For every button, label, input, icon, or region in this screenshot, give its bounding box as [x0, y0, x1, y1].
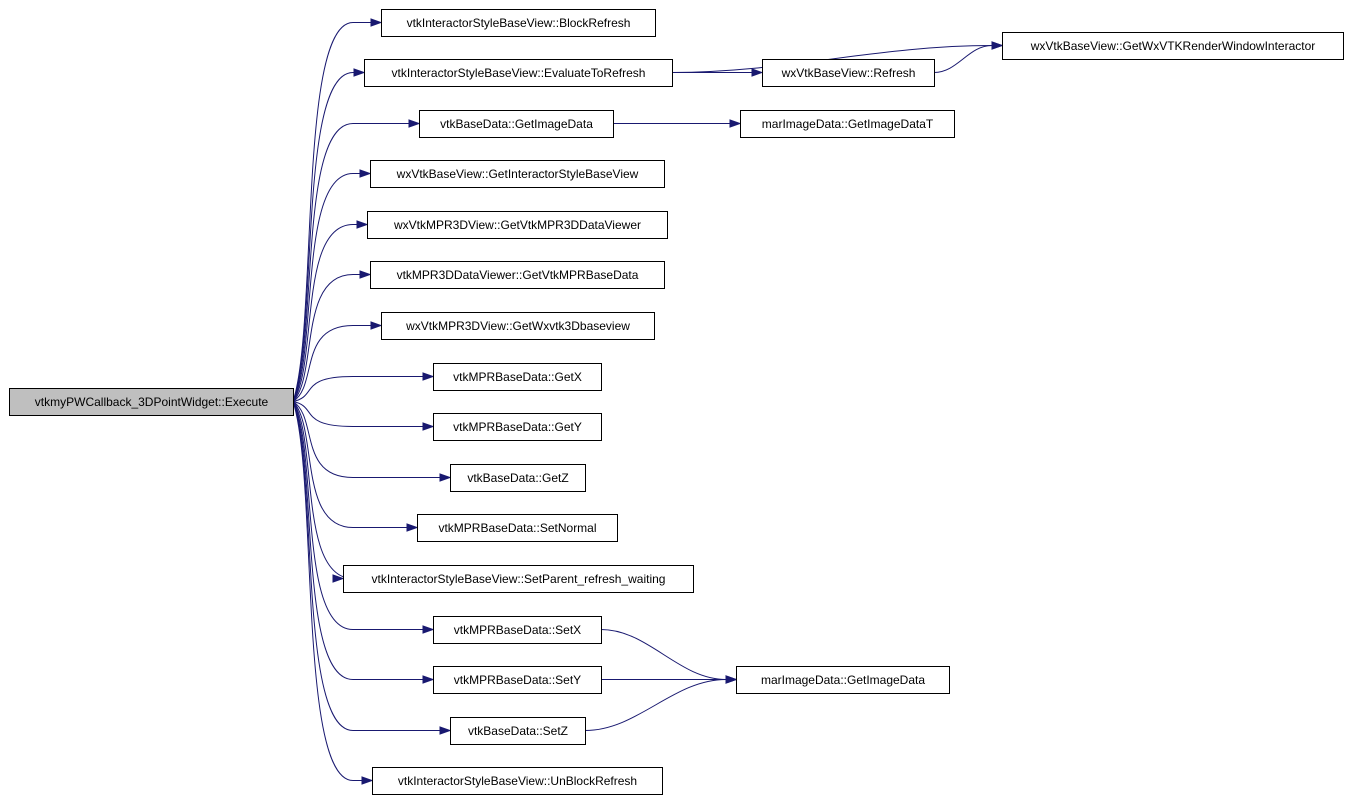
node-label: vtkmyPWCallback_3DPointWidget::Execute: [35, 395, 269, 409]
node-gety[interactable]: vtkMPRBaseData::GetY: [433, 413, 602, 441]
node-getwxrender[interactable]: wxVtkBaseView::GetWxVTKRenderWindowInter…: [1002, 32, 1344, 60]
edge-execute-to-getimagedata: [292, 119, 421, 402]
nodes-layer: vtkmyPWCallback_3DPointWidget::Executevt…: [9, 9, 1344, 795]
edge-execute-to-getz: [292, 401, 452, 482]
node-label: wxVtkMPR3DView::GetVtkMPR3DDataViewer: [393, 218, 641, 232]
node-label: vtkBaseData::GetImageData: [440, 117, 593, 131]
node-label: vtkMPRBaseData::GetY: [453, 420, 582, 434]
node-marimagedata[interactable]: marImageData::GetImageData: [736, 666, 950, 694]
node-setnormal[interactable]: vtkMPRBaseData::SetNormal: [417, 514, 618, 542]
node-getvtkmprbase[interactable]: vtkMPR3DDataViewer::GetVtkMPRBaseData: [370, 261, 665, 289]
edge-execute-to-unblock: [292, 401, 374, 785]
node-label: wxVtkBaseView::GetInteractorStyleBaseVie…: [396, 167, 639, 181]
node-label: wxVtkMPR3DView::GetWxvtk3Dbaseview: [405, 319, 630, 333]
edge-execute-to-getvtkmprbase: [292, 270, 372, 402]
edge-execute-to-getvtkmpr3d: [292, 220, 369, 402]
edge-execute-to-setparent: [292, 401, 354, 583]
edge-execute-to-sety: [292, 401, 435, 684]
edge-execute-to-blockrefresh: [292, 18, 383, 402]
node-label: vtkMPRBaseData::SetY: [454, 673, 581, 687]
node-label: vtkMPRBaseData::GetX: [453, 370, 582, 384]
node-label: vtkInteractorStyleBaseView::EvaluateToRe…: [392, 66, 646, 80]
node-label: vtkInteractorStyleBaseView::UnBlockRefre…: [398, 774, 637, 788]
node-setparent[interactable]: vtkInteractorStyleBaseView::SetParent_re…: [343, 565, 694, 593]
node-label: vtkInteractorStyleBaseView::SetParent_re…: [372, 572, 666, 586]
node-getwxvtk3d[interactable]: wxVtkMPR3DView::GetWxvtk3Dbaseview: [381, 312, 655, 340]
node-getz[interactable]: vtkBaseData::GetZ: [450, 464, 586, 492]
node-label: vtkInteractorStyleBaseView::BlockRefresh: [407, 16, 631, 30]
node-label: vtkBaseData::GetZ: [467, 471, 568, 485]
node-getinteractor[interactable]: wxVtkBaseView::GetInteractorStyleBaseVie…: [370, 160, 665, 188]
node-evaluate[interactable]: vtkInteractorStyleBaseView::EvaluateToRe…: [364, 59, 673, 87]
edge-execute-to-setx: [292, 401, 435, 634]
edge-setx-to-marimagedata: [600, 629, 738, 684]
node-label: vtkMPR3DDataViewer::GetVtkMPRBaseData: [397, 268, 639, 282]
edge-refresh-to-getwxrender: [933, 41, 1004, 73]
node-label: vtkMPRBaseData::SetX: [454, 623, 581, 637]
edge-execute-to-getinteractor: [292, 169, 372, 402]
node-getx[interactable]: vtkMPRBaseData::GetX: [433, 363, 602, 391]
node-execute: vtkmyPWCallback_3DPointWidget::Execute: [9, 388, 294, 416]
edge-execute-to-setz: [292, 401, 452, 735]
node-label: marImageData::GetImageData: [761, 673, 925, 687]
node-label: marImageData::GetImageDataT: [762, 117, 934, 131]
edge-evaluate-to-refresh: [672, 68, 764, 77]
node-getimagedata[interactable]: vtkBaseData::GetImageData: [419, 110, 614, 138]
edge-execute-to-gety: [292, 401, 435, 431]
edges-layer: [292, 18, 1004, 785]
node-label: vtkBaseData::SetZ: [468, 724, 568, 738]
node-setz[interactable]: vtkBaseData::SetZ: [450, 717, 586, 745]
edge-sety-to-marimagedata: [601, 675, 738, 684]
node-blockrefresh[interactable]: vtkInteractorStyleBaseView::BlockRefresh: [381, 9, 656, 37]
edge-execute-to-setnormal: [292, 401, 419, 532]
edge-execute-to-getx: [292, 372, 435, 402]
edge-getimagedata-to-getimagedatat: [613, 119, 742, 128]
node-getimagedatat[interactable]: marImageData::GetImageDataT: [740, 110, 955, 138]
node-getvtkmpr3d[interactable]: wxVtkMPR3DView::GetVtkMPR3DDataViewer: [367, 211, 668, 239]
edge-setz-to-marimagedata: [584, 675, 738, 731]
node-sety[interactable]: vtkMPRBaseData::SetY: [433, 666, 602, 694]
node-label: wxVtkBaseView::Refresh: [781, 66, 916, 80]
node-setx[interactable]: vtkMPRBaseData::SetX: [433, 616, 602, 644]
node-refresh[interactable]: wxVtkBaseView::Refresh: [762, 59, 935, 87]
edge-execute-to-getwxvtk3d: [292, 321, 383, 402]
node-unblock[interactable]: vtkInteractorStyleBaseView::UnBlockRefre…: [372, 767, 663, 795]
node-label: wxVtkBaseView::GetWxVTKRenderWindowInter…: [1030, 39, 1316, 53]
node-label: vtkMPRBaseData::SetNormal: [438, 521, 596, 535]
edge-execute-to-evaluate: [292, 68, 366, 402]
